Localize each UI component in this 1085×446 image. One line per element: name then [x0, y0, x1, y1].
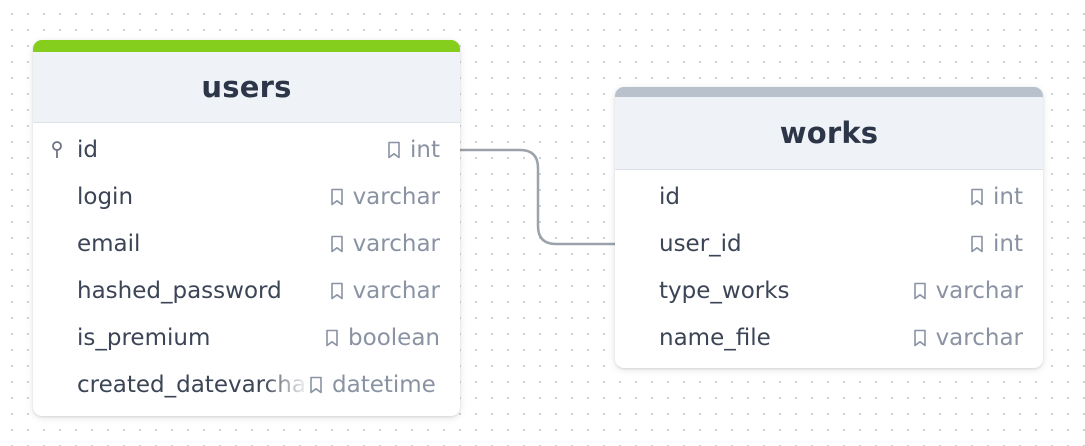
field-type-label: varchar — [935, 324, 1023, 351]
field-type-label: int — [993, 183, 1023, 210]
field-name: user_id — [659, 230, 742, 257]
table-title: users — [201, 70, 292, 104]
field-name: id — [77, 136, 98, 163]
field-row-email[interactable]: email varchar — [33, 220, 460, 267]
bookmark-icon — [310, 376, 322, 393]
field-row-id[interactable]: id int — [33, 126, 460, 173]
field-row-id[interactable]: id int — [615, 173, 1043, 220]
field-type-label: datetime — [332, 371, 436, 398]
bookmark-icon — [913, 282, 926, 299]
field-type-label: boolean — [348, 324, 440, 351]
field-type-label: int — [993, 230, 1023, 257]
table-header-works[interactable]: works — [615, 87, 1043, 170]
field-name: login — [77, 183, 134, 210]
field-row-created-date[interactable]: created_datevarchar datetime — [33, 361, 460, 408]
bookmark-icon — [913, 329, 926, 346]
field-name: is_premium — [77, 324, 211, 351]
field-type-label: varchar — [352, 183, 440, 210]
bookmark-icon — [971, 235, 983, 252]
field-name: type_works — [659, 277, 790, 304]
field-type-label: varchar — [352, 277, 440, 304]
field-name: id — [659, 183, 680, 210]
key-icon — [52, 140, 62, 158]
field-type-label: int — [410, 136, 440, 163]
bookmark-icon — [326, 329, 338, 346]
bookmark-icon — [971, 188, 983, 205]
bookmark-icon — [330, 235, 343, 252]
field-name: hashed_password — [77, 277, 282, 304]
bookmark-icon — [330, 188, 343, 205]
field-row-type-works[interactable]: type_works varchar — [615, 267, 1043, 314]
table-works[interactable]: works id int user_id — [615, 87, 1043, 368]
field-list-users: id int login varchar — [33, 123, 460, 408]
field-type-label: varchar — [352, 230, 440, 257]
field-list-works: id int user_id int — [615, 170, 1043, 361]
bookmark-icon — [388, 141, 400, 158]
field-row-name-file[interactable]: name_file varchar — [615, 314, 1043, 361]
relation-line-users-id-to-works-user-id — [460, 148, 615, 246]
field-name: name_file — [659, 324, 771, 351]
table-users[interactable]: users id int — [33, 40, 460, 416]
field-row-user-id[interactable]: user_id int — [615, 220, 1043, 267]
field-name: created_datevarchar — [77, 371, 309, 398]
field-row-login[interactable]: login varchar — [33, 173, 460, 220]
field-name: email — [77, 230, 141, 257]
field-row-hashed-password[interactable]: hashed_password varchar — [33, 267, 460, 314]
field-type-label: varchar — [935, 277, 1023, 304]
field-row-is-premium[interactable]: is_premium boolean — [33, 314, 460, 361]
table-header-users[interactable]: users — [33, 40, 460, 123]
bookmark-icon — [330, 282, 343, 299]
table-title: works — [779, 116, 879, 150]
